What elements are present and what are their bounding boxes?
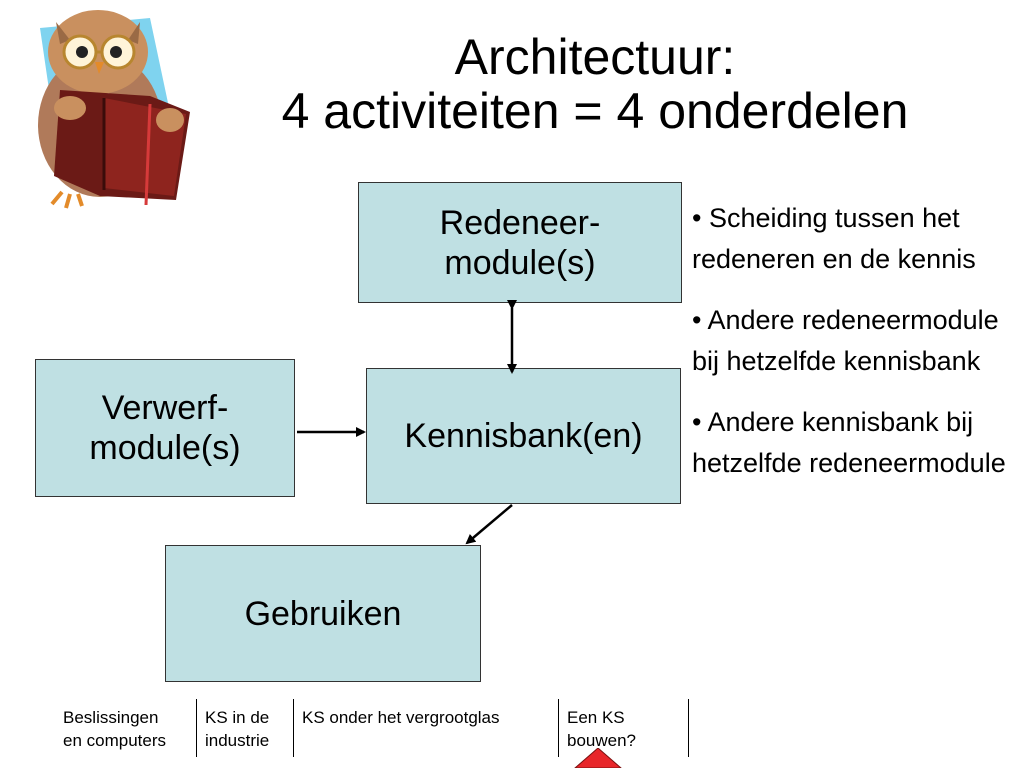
- bullet-item: • Andere kennisbank bij hetzelfde redene…: [692, 407, 1006, 478]
- gebruiken-node: Gebruiken: [165, 545, 481, 682]
- current-section-marker-icon: [574, 748, 622, 768]
- footer-nav-ks-industrie[interactable]: KS in de industrie: [197, 699, 294, 757]
- verwerf-label-line-2: module(s): [89, 429, 241, 467]
- kennisbank-node: Kennisbank(en): [366, 368, 681, 504]
- footer-nav-ks-bouwen[interactable]: Een KS bouwen?: [559, 699, 689, 757]
- redeneer-label-line-2: module(s): [444, 243, 596, 282]
- bullet-item: • Andere redeneermodule bij hetzelfde ke…: [692, 305, 999, 376]
- title-line-2: 4 activiteiten = 4 onderdelen: [281, 83, 909, 139]
- verwerf-module-node: Verwerf- module(s): [35, 359, 295, 497]
- footer-navigation: Beslissingen en computers KS in de indus…: [55, 699, 689, 759]
- footer-nav-ks-vergrootglas[interactable]: KS onder het vergrootglas: [294, 699, 559, 757]
- bullet-list: • Scheiding tussen het redeneren en de k…: [692, 198, 1020, 504]
- gebruiken-label: Gebruiken: [244, 594, 402, 633]
- slide-title: Architectuur: 4 activiteiten = 4 onderde…: [210, 30, 980, 138]
- kennisbank-label: Kennisbank(en): [404, 417, 643, 455]
- redeneer-label-line-1: Redeneer-: [439, 203, 601, 242]
- title-line-1: Architectuur:: [454, 29, 736, 85]
- bullet-item: • Scheiding tussen het redeneren en de k…: [692, 203, 976, 274]
- redeneer-module-node: Redeneer- module(s): [358, 182, 682, 303]
- arrow-kennisbank-to-gebruiken: [465, 504, 513, 545]
- owl-reading-book-icon: [38, 10, 190, 209]
- verwerf-label-line-1: Verwerf-: [101, 389, 229, 427]
- footer-nav-beslissingen[interactable]: Beslissingen en computers: [55, 699, 197, 757]
